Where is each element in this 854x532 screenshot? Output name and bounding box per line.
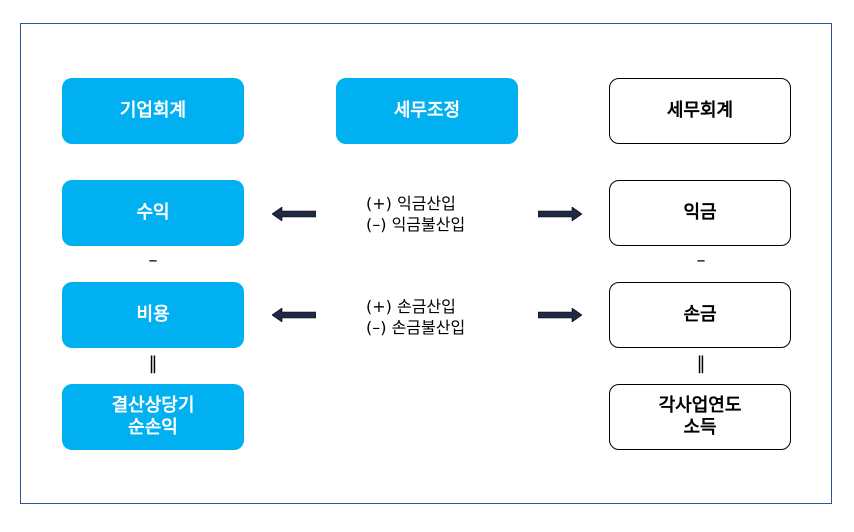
- expense-inclusion-text: (+) 손금산입: [366, 297, 456, 316]
- income-exclusion-text: (–) 익금불산입: [366, 215, 466, 234]
- tax-adjustment-box: 세무조정: [336, 78, 518, 144]
- deductible-expense-label: 손금: [683, 303, 717, 325]
- income-inclusion-text: (+) 익금산입: [366, 194, 456, 213]
- revenue-label: 수익: [136, 201, 170, 223]
- right-arrow-icon: [538, 308, 582, 322]
- corporate-accounting-box: 기업회계: [62, 78, 244, 144]
- right-arrow-icon: [538, 207, 582, 221]
- expense-adjustments: (+) 손금산입 (–) 손금불산입: [366, 296, 465, 338]
- expense-label: 비용: [136, 303, 170, 325]
- taxable-income-box: 각사업연도 소득: [609, 384, 791, 450]
- taxable-income-label: 각사업연도 소득: [658, 394, 742, 439]
- left-equals-sign: ‖: [148, 353, 158, 374]
- expense-box: 비용: [62, 282, 244, 348]
- income-adjustments: (+) 익금산입 (–) 익금불산입: [366, 193, 465, 235]
- expense-exclusion-text: (–) 손금불산입: [366, 318, 466, 337]
- corporate-accounting-label: 기업회계: [119, 99, 187, 121]
- tax-accounting-box: 세무회계: [609, 78, 791, 144]
- diagram-frame: [20, 23, 832, 504]
- tax-adjustment-label: 세무조정: [393, 99, 461, 121]
- revenue-box: 수익: [62, 180, 244, 246]
- net-income-box: 결산상당기 순손익: [62, 384, 244, 450]
- gross-income-box: 익금: [609, 180, 791, 246]
- right-minus-sign: –: [696, 250, 706, 271]
- right-equals-sign: ‖: [696, 353, 706, 374]
- tax-accounting-label: 세무회계: [666, 99, 734, 121]
- net-income-label: 결산상당기 순손익: [111, 394, 195, 439]
- left-minus-sign: –: [148, 250, 158, 271]
- gross-income-label: 익금: [683, 201, 717, 223]
- left-arrow-icon: [272, 207, 316, 221]
- left-arrow-icon: [272, 308, 316, 322]
- deductible-expense-box: 손금: [609, 282, 791, 348]
